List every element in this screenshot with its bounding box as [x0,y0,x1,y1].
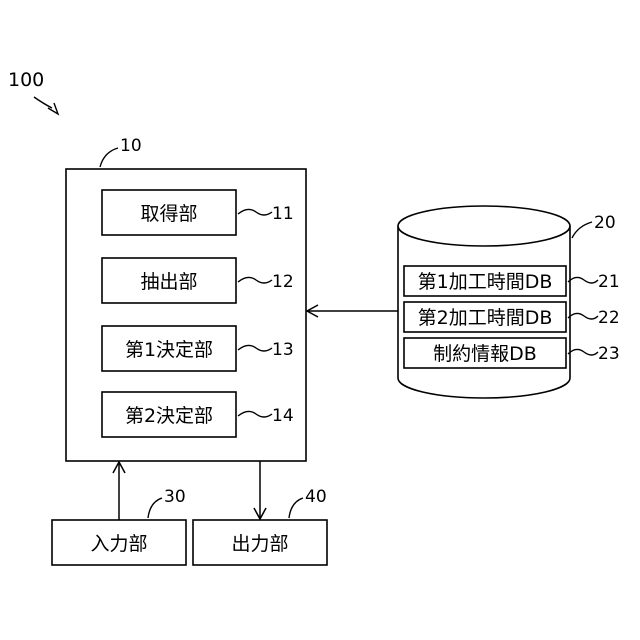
table-first-processing-time: 第1加工時間DB 21 [404,266,620,296]
system-ref-number: 100 [8,69,44,91]
output-unit-label: 出力部 [231,533,288,555]
table-second-processing-time-leader [568,313,598,319]
unit-first-decision-ref: 13 [272,340,294,360]
table-first-processing-time-ref: 21 [598,272,620,292]
database-ref: 20 [594,213,616,233]
unit-second-decision-label: 第2決定部 [125,405,213,427]
system-ref-leader [34,97,52,108]
table-first-processing-time-label: 第1加工時間DB [418,271,553,293]
database-cylinder: 20 第1加工時間DB 21 第2加工時間DB 22 制約情報DB 23 [398,206,620,398]
input-unit-ref-leader [148,498,162,518]
output-unit-ref-leader [289,498,303,518]
main-block-ref: 10 [120,136,142,156]
unit-extraction-label: 抽出部 [140,271,197,293]
input-unit-label: 入力部 [90,533,147,555]
system-ref-arrow-icon [48,103,58,114]
database-ref-leader [572,222,592,238]
main-block: 10 取得部 11 抽出部 12 第1決定部 13 第2決定部 14 [66,136,306,461]
table-constraint-info-leader [568,349,598,355]
table-constraint-info: 制約情報DB 23 [404,338,620,368]
unit-first-decision-label: 第1決定部 [125,339,213,361]
output-unit-ref: 40 [305,487,327,507]
table-second-processing-time-ref: 22 [598,308,620,328]
unit-extraction-ref: 12 [272,272,294,292]
main-block-ref-leader [100,148,118,167]
table-first-processing-time-leader [568,277,598,283]
table-constraint-info-label: 制約情報DB [433,343,537,365]
unit-second-decision-ref: 14 [272,406,294,426]
input-unit-ref: 30 [164,487,186,507]
unit-acquisition-ref: 11 [272,204,294,224]
database-top [398,206,570,246]
table-constraint-info-ref: 23 [598,344,620,364]
system-ref: 100 [8,69,58,114]
unit-acquisition-label: 取得部 [140,203,197,225]
table-second-processing-time: 第2加工時間DB 22 [404,302,620,332]
table-second-processing-time-label: 第2加工時間DB [418,307,553,329]
